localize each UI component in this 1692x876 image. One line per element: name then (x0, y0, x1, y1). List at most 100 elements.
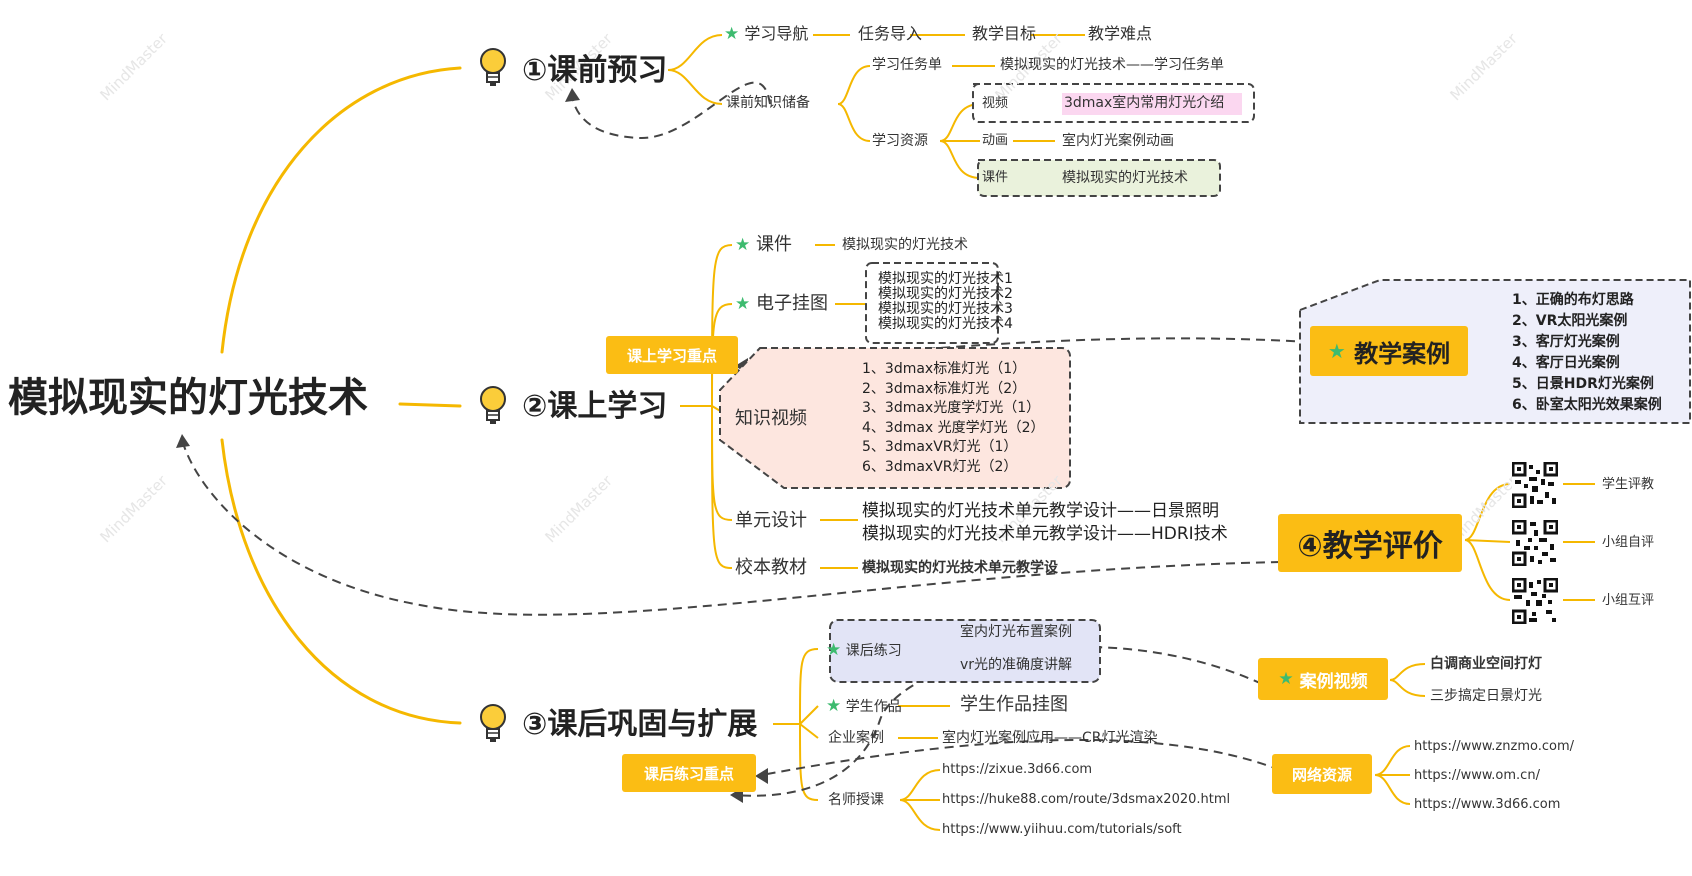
cases-frame (1299, 279, 1691, 424)
dash-reserve-to-s1 (571, 81, 771, 140)
root-topic[interactable]: 模拟现实的灯光技术 (8, 375, 368, 421)
section-title-preview[interactable]: ①课前预习 (522, 53, 668, 88)
node-animation-item[interactable]: 室内灯光案例动画 (1062, 133, 1174, 149)
node-label: 课后练习 (845, 643, 902, 659)
star-icon: ★ (826, 696, 842, 716)
node-label: 学习导航 (744, 24, 809, 43)
case-video-topic[interactable]: ★ 案例视频 (1258, 658, 1388, 700)
case-item[interactable]: 6、卧室太阳光效果案例 (1512, 397, 1662, 413)
node-knowledge-video[interactable]: 知识视频 (735, 408, 807, 429)
node-video[interactable]: 视频 (982, 96, 1009, 111)
net-link[interactable]: https://www.znzmo.com/ (1414, 739, 1574, 754)
node-label: 教学案例 (1354, 339, 1451, 368)
node-animation[interactable]: 动画 (982, 133, 1009, 148)
poster-frame (865, 262, 999, 344)
video-item[interactable]: 4、3dmax 光度学灯光（2） (862, 419, 1045, 436)
node-courseware-item[interactable]: 模拟现实的灯光技术 (1062, 170, 1188, 186)
section-title-evaluation[interactable]: ④教学评价 (1278, 514, 1462, 572)
qr-code-icon[interactable] (1512, 578, 1558, 624)
eval-item[interactable]: 小组自评 (1602, 535, 1655, 550)
courseware-frame (977, 159, 1221, 197)
star-icon: ★ (826, 640, 842, 660)
video-list: 1、3dmax标准灯光（1） 2、3dmax标准灯光（2） 3、3dmax光度学… (862, 360, 1045, 477)
star-icon: ★ (724, 24, 740, 44)
video-item[interactable]: 3、3dmax光度学灯光（1） (862, 400, 1041, 416)
poster-item[interactable]: 模拟现实的灯光技术3 (878, 301, 1013, 317)
node-works[interactable]: ★ 学生作品 (826, 698, 902, 715)
teacher-link[interactable]: https://www.yiihuu.com/tutorials/soft (942, 822, 1182, 837)
node-teacher[interactable]: 名师授课 (828, 792, 884, 808)
arrowheads (176, 88, 768, 803)
node-video-item[interactable]: 3dmax室内常用灯光介绍 (1064, 95, 1225, 111)
case-item[interactable]: 5、日景HDR灯光案例 (1512, 376, 1654, 392)
case-video-item[interactable]: 白调商业空间打灯 (1430, 656, 1542, 672)
node-works-item[interactable]: 学生作品挂图 (960, 694, 1068, 715)
video-item[interactable]: 2、3dmax标准灯光（2） (862, 380, 1027, 397)
node-task-sheet[interactable]: 学习任务单 (872, 57, 942, 73)
dash-net-to-key (761, 738, 1281, 776)
section-title-after[interactable]: ③课后巩固与扩展 (522, 707, 758, 742)
teacher-link[interactable]: https://huke88.com/route/3dsmax2020.html (942, 792, 1231, 807)
video-item[interactable]: 5、3dmaxVR灯光（1） (862, 439, 1018, 455)
node-courseware[interactable]: 课件 (982, 170, 1009, 185)
unit-item[interactable]: 模拟现实的灯光技术单元教学设计——HDRI技术 (862, 524, 1228, 544)
unit-item[interactable]: 模拟现实的灯光技术单元教学设计——日景照明 (862, 501, 1219, 521)
node-courseware[interactable]: ★ 课件 (735, 236, 792, 254)
net-link[interactable]: https://www.3d66.com (1414, 797, 1561, 812)
video-list-frame (719, 347, 1071, 489)
node-reserve[interactable]: 课前知识储备 (726, 95, 810, 111)
node-enterprise[interactable]: 企业案例 (828, 730, 884, 746)
cases-list: 1、正确的布灯思路 2、VR太阳光案例 3、客厅灯光案例 4、客厅日光案例 5、… (1512, 290, 1662, 416)
node-goal[interactable]: 教学目标 (972, 24, 1037, 43)
star-icon: ★ (735, 235, 751, 255)
case-item[interactable]: 3、客厅灯光案例 (1512, 334, 1620, 350)
case-video-item[interactable]: 三步搞定日景灯光 (1430, 688, 1542, 704)
unit-list: 模拟现实的灯光技术单元教学设计——日景照明 模拟现实的灯光技术单元教学设计——H… (862, 500, 1228, 546)
net-link[interactable]: https://www.om.cn/ (1414, 768, 1540, 783)
node-nav[interactable]: ★ 学习导航 (724, 26, 808, 43)
node-label: 学生作品 (845, 699, 902, 715)
s1-to-nav (667, 34, 723, 71)
qr-code-icon[interactable] (1512, 462, 1558, 508)
eval-item[interactable]: 小组互评 (1602, 593, 1655, 608)
node-label: 电子挂图 (755, 293, 828, 314)
video-item[interactable]: 1、3dmax标准灯光（1） (862, 361, 1027, 377)
section-title-class[interactable]: ②课上学习 (522, 389, 668, 424)
node-courseware-item[interactable]: 模拟现实的灯光技术 (842, 237, 968, 253)
practice-item[interactable]: 室内灯光布置案例 (960, 624, 1072, 640)
poster-item[interactable]: 模拟现实的灯光技术4 (878, 316, 1013, 332)
practice-item[interactable]: vr光的准确度讲解 (960, 657, 1073, 673)
node-textbook-item[interactable]: 模拟现实的灯光技术单元教学设 (862, 560, 1058, 576)
cases-topic[interactable]: ★ 教学案例 (1310, 326, 1468, 376)
video-item-highlight (1062, 93, 1242, 115)
video-item[interactable]: 6、3dmaxVR灯光（2） (862, 458, 1018, 475)
node-unit-design[interactable]: 单元设计 (735, 510, 807, 531)
poster-item[interactable]: 模拟现实的灯光技术2 (878, 286, 1013, 302)
node-practice[interactable]: ★ 课后练习 (826, 642, 902, 659)
eval-item[interactable]: 学生评教 (1602, 477, 1655, 492)
star-icon: ★ (1278, 669, 1294, 689)
teacher-link[interactable]: https://zixue.3d66.com (942, 762, 1093, 777)
node-difficulty[interactable]: 教学难点 (1088, 24, 1153, 43)
node-resources[interactable]: 学习资源 (872, 133, 928, 149)
after-key-label[interactable]: 课后练习重点 (622, 754, 756, 792)
qr-code-icon[interactable] (1512, 520, 1558, 566)
node-textbook[interactable]: 校本教材 (735, 557, 807, 578)
node-task-intro[interactable]: 任务导入 (858, 24, 923, 43)
case-item[interactable]: 1、正确的布灯思路 (1512, 292, 1634, 308)
net-resources-topic[interactable]: 网络资源 (1272, 754, 1372, 794)
poster-item[interactable]: 模拟现实的灯光技术1 (878, 271, 1013, 287)
case-item[interactable]: 2、VR太阳光案例 (1512, 313, 1628, 329)
node-task-sheet-item[interactable]: 模拟现实的灯光技术——学习任务单 (1000, 57, 1224, 73)
case-item[interactable]: 4、客厅日光案例 (1512, 355, 1620, 371)
node-enterprise-item[interactable]: 室内灯光案例应用——CR灯光渲染 (942, 730, 1158, 746)
dash-eval-to-root (181, 439, 1281, 616)
dash-casevideo-to-key (734, 645, 1263, 797)
node-label: 课件 (755, 234, 792, 255)
star-icon: ★ (1327, 339, 1346, 363)
node-poster[interactable]: ★ 电子挂图 (735, 295, 828, 313)
s1-to-reserve (667, 69, 723, 105)
poster-list: 模拟现实的灯光技术1 模拟现实的灯光技术2 模拟现实的灯光技术3 模拟现实的灯光… (878, 272, 1013, 332)
class-key-label[interactable]: 课上学习重点 (606, 336, 738, 374)
